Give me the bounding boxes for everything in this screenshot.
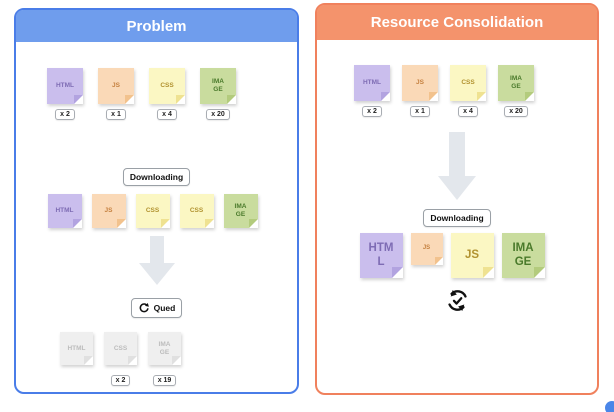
sticky-note-image-consolidated: IMA GE: [501, 233, 545, 278]
sticky-note-image: IMA GE: [498, 65, 534, 101]
count-badge: x 4: [157, 109, 177, 120]
sync-check-icon: [447, 289, 467, 312]
consolidated-notes-row: HTM L JS JS IMA GE: [312, 233, 592, 278]
note-col-js: JS x 1: [98, 68, 134, 120]
sticky-note-css: CSS: [135, 194, 170, 228]
note-col-css: CSS x 4: [149, 68, 185, 120]
down-arrow-icon: [438, 132, 476, 200]
consolidation-sync-row: [317, 288, 597, 313]
refresh-arrows-icon: [139, 302, 149, 313]
sticky-note-html-consolidated: HTM L: [359, 233, 403, 278]
note-col-html-faded: HTML: [60, 332, 93, 365]
sticky-note-css: CSS: [149, 68, 185, 104]
count-badge: x 20: [206, 109, 230, 120]
sticky-note-js-small: JS: [410, 233, 443, 265]
consolidation-panel-header: Resource Consolidation: [317, 5, 597, 40]
problem-downloading-notes-row: HTML JS CSS CSS IMA GE: [12, 194, 293, 228]
note-col-js: JS x 1: [402, 65, 438, 117]
note-col-css-faded: CSS x 2: [104, 332, 137, 386]
problem-panel-header: Problem: [16, 10, 297, 42]
problem-queued-row: Qued: [16, 298, 297, 318]
note-col-image: IMA GE x 20: [200, 68, 236, 120]
note-col-html: HTML x 2: [47, 68, 83, 120]
note-col-image-faded: IMA GE x 19: [148, 332, 181, 386]
count-badge: x 19: [152, 375, 177, 386]
problem-title: Problem: [126, 17, 187, 35]
consolidation-title: Resource Consolidation: [370, 14, 544, 31]
sticky-note-js: JS: [402, 65, 438, 101]
downloading-label: Downloading: [423, 209, 491, 227]
sticky-note-js-consolidated: JS: [450, 233, 494, 278]
problem-source-notes-row: HTML x 2 JS x 1 CSS x 4 IMA GE x: [1, 68, 282, 120]
note-col-image: IMA GE x 20: [498, 65, 534, 117]
sticky-note-image: IMA GE: [223, 194, 258, 228]
note-col-html: HTML x 2: [354, 65, 390, 117]
consolidation-arrow-row: [317, 132, 597, 200]
queued-label: Qued: [130, 298, 183, 318]
sticky-note-css-faded: CSS: [104, 332, 137, 365]
note-col-css: CSS x 4: [450, 65, 486, 117]
problem-downloading-row: Downloading: [16, 168, 297, 186]
sticky-note-css: CSS: [179, 194, 214, 228]
count-badge: x 2: [110, 375, 131, 386]
consolidation-downloading-row: Downloading: [317, 209, 597, 227]
sticky-note-html: HTML: [354, 65, 390, 101]
sticky-note-html: HTML: [47, 68, 83, 104]
count-badge: x 1: [106, 109, 126, 120]
sticky-note-css: CSS: [450, 65, 486, 101]
down-arrow-icon: [138, 236, 175, 285]
consolidation-panel: Resource Consolidation HTML x 2 JS x 1 C…: [315, 3, 599, 395]
downloading-label: Downloading: [122, 168, 191, 186]
count-badge: x 2: [362, 106, 382, 117]
sticky-note-js: JS: [91, 194, 126, 228]
sticky-note-image-faded: IMA GE: [148, 332, 181, 365]
count-badge: x 1: [410, 106, 430, 117]
sticky-note-image: IMA GE: [200, 68, 236, 104]
problem-arrow-row: [16, 236, 297, 285]
sticky-note-js: JS: [98, 68, 134, 104]
corner-logo-dot: [605, 401, 614, 412]
sticky-note-html-faded: HTML: [60, 332, 93, 365]
count-badge: x 4: [458, 106, 478, 117]
consolidation-source-notes-row: HTML x 2 JS x 1 CSS x 4 IMA GE x: [304, 65, 584, 117]
sticky-note-html: HTML: [47, 194, 82, 228]
problem-panel: Problem HTML x 2 JS x 1 CSS x 4: [14, 8, 299, 394]
problem-queued-notes-row: HTML CSS x 2 IMA GE x 19: [0, 332, 261, 386]
count-badge: x 2: [55, 109, 75, 120]
count-badge: x 20: [504, 106, 528, 117]
